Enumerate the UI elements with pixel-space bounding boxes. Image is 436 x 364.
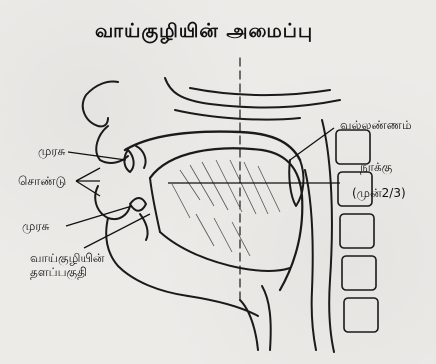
label-upper-gum: முரசு — [38, 144, 65, 158]
label-tongue-line1: நாக்கு — [360, 160, 392, 174]
palate-outline — [125, 132, 300, 160]
oral-floor — [160, 232, 290, 271]
label-oral-floor-line2: தளப்பகுதி — [30, 265, 87, 279]
label-oral-floor-line1: வாய்குழியின் — [30, 251, 104, 265]
tongue-outline — [150, 148, 302, 290]
tongue-texture — [172, 160, 280, 256]
label-lips: சொண்டு — [18, 174, 66, 188]
upper-lip — [96, 126, 128, 163]
label-lower-gum: முரசு — [22, 219, 49, 233]
upper-tooth — [124, 150, 133, 172]
lower-lip — [95, 186, 130, 219]
nose-outline — [83, 82, 118, 127]
label-tongue-line2: (முன்2/3) — [352, 186, 406, 200]
lower-tooth — [130, 198, 146, 211]
pharynx-wall — [305, 170, 316, 350]
label-soft-palate: வல்லண்ணம் — [340, 118, 412, 132]
